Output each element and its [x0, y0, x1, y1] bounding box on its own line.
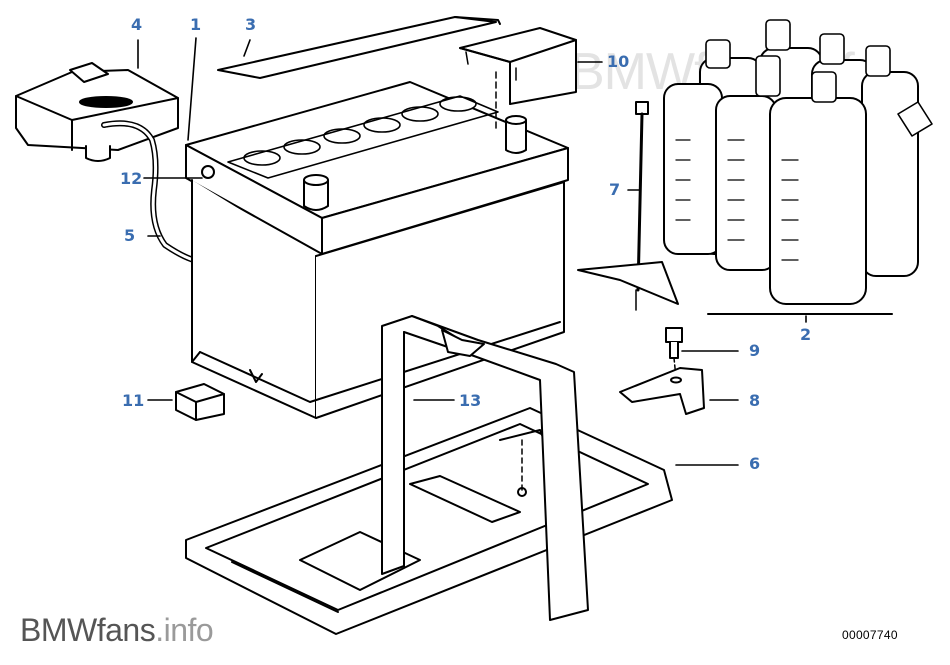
callout-10: 10 [607, 52, 630, 71]
callout-6: 6 [749, 454, 761, 473]
callout-9: 9 [749, 341, 761, 360]
watermark-bottom-prefix: BMWfans [20, 612, 156, 648]
part-9-bolt [665, 327, 683, 379]
callout-8: 8 [749, 391, 761, 410]
leader-lines [137, 37, 807, 466]
part-4-vent-box [15, 62, 179, 162]
callout-13: 13 [459, 391, 482, 410]
part-1-battery [185, 81, 569, 419]
callout-1: 1 [190, 15, 202, 34]
part-3-cover-strip [217, 16, 501, 79]
part-8-clamp [619, 367, 705, 415]
callout-3: 3 [245, 15, 257, 34]
callout-11: 11 [122, 391, 145, 410]
callout-12: 12 [120, 169, 143, 188]
part-6-battery-tray [185, 407, 673, 635]
callout-2: 2 [800, 325, 812, 344]
part-number: 00007740 [842, 628, 898, 642]
part-7-hold-down-rod [577, 101, 679, 311]
part-11-plug [175, 383, 225, 421]
part-10-terminal-cover [459, 27, 577, 133]
part-2-acid-bottles [663, 19, 933, 315]
callout-5: 5 [124, 226, 136, 245]
callout-7: 7 [609, 180, 621, 199]
callout-4: 4 [131, 15, 143, 34]
watermark-bottom: BMWfans.info [20, 612, 214, 649]
part-13-strap [381, 315, 589, 621]
watermark-bottom-suffix: .info [155, 612, 214, 648]
